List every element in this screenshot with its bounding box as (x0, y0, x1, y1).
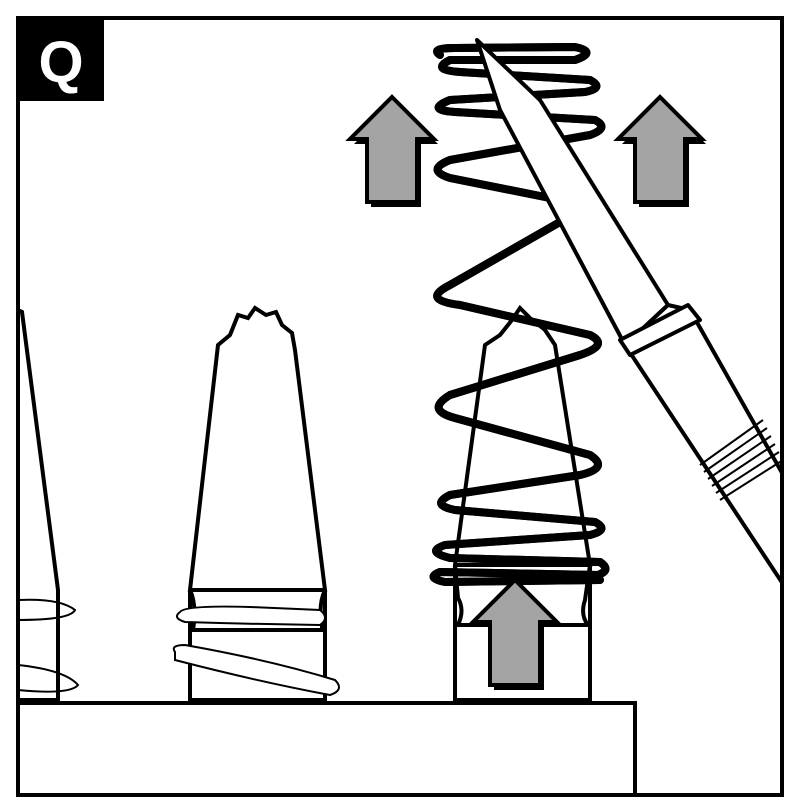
left-pin (18, 307, 80, 702)
base-platform (18, 701, 637, 795)
up-arrow-icon (616, 95, 708, 209)
up-arrow-icon (348, 95, 440, 209)
step-badge-label: Q (38, 30, 83, 95)
step-badge: Q (18, 18, 104, 101)
middle-pin (172, 305, 340, 702)
screwdriver (475, 38, 782, 587)
spring (434, 43, 606, 586)
frame-border (16, 16, 784, 797)
